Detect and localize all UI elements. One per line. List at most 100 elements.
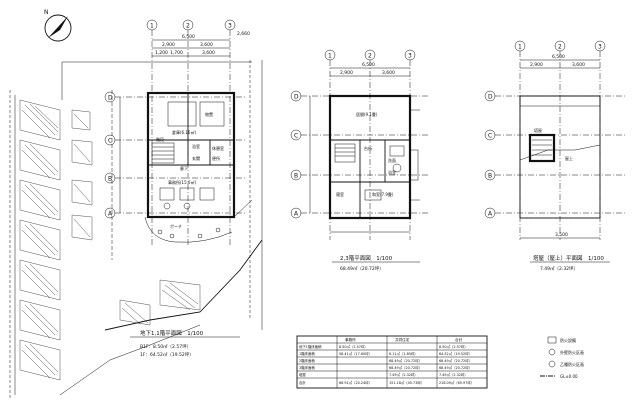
svg-text:7.49㎡（2.32坪）: 7.49㎡（2.32坪） bbox=[389, 372, 418, 377]
svg-text:2: 2 bbox=[558, 44, 562, 51]
svg-text:2,3階平面図 1/100: 2,3階平面図 1/100 bbox=[340, 254, 393, 262]
svg-text:3,600: 3,600 bbox=[572, 62, 585, 68]
svg-text:D: D bbox=[108, 95, 113, 102]
area-table-row: 合計 66.91㎡（20.24坪） 151.18㎡（45.73坪） 218.09… bbox=[299, 380, 474, 385]
svg-text:6,500: 6,500 bbox=[552, 54, 565, 60]
svg-text:1階床面積: 1階床面積 bbox=[299, 351, 315, 356]
area-table-row: 塔屋 7.49㎡（2.32坪） 7.49㎡（2.32坪） bbox=[299, 372, 468, 377]
svg-text:3,600: 3,600 bbox=[200, 42, 213, 48]
svg-text:合計: 合計 bbox=[455, 337, 463, 342]
area-table-row: 1階床面積 58.41㎡（17.60坪） 6.11㎡（1.85坪） 64.52㎡… bbox=[299, 351, 472, 356]
svg-text:3,500: 3,500 bbox=[555, 232, 568, 238]
svg-text:B: B bbox=[294, 173, 298, 180]
svg-text:3,600: 3,600 bbox=[202, 50, 215, 56]
svg-text:和室(7.9畳): 和室(7.9畳) bbox=[372, 191, 394, 197]
svg-text:D: D bbox=[294, 94, 299, 101]
svg-text:C: C bbox=[108, 138, 112, 145]
svg-text:8.50㎡（2.57坪）: 8.50㎡（2.57坪） bbox=[339, 344, 368, 349]
svg-text:3: 3 bbox=[408, 53, 412, 60]
svg-text:68.49㎡（20.72坪）: 68.49㎡（20.72坪） bbox=[389, 358, 422, 363]
svg-text:1,700: 1,700 bbox=[170, 50, 183, 56]
svg-text:3: 3 bbox=[228, 23, 232, 30]
svg-text:C: C bbox=[294, 133, 298, 140]
svg-text:休憩室: 休憩室 bbox=[212, 145, 224, 151]
north-label: N bbox=[44, 9, 49, 16]
svg-text:58.41㎡（17.60坪）: 58.41㎡（17.60坪） bbox=[339, 351, 372, 356]
svg-text:浴室: 浴室 bbox=[388, 169, 396, 175]
svg-text:台所: 台所 bbox=[364, 145, 372, 151]
area-table-row: 2階床面積 68.49㎡（20.72坪） 68.49㎡（20.72坪） bbox=[299, 358, 472, 363]
title-plan3: 塔屋（屋上）平面図 1/100 7.49㎡（2.32坪） bbox=[530, 254, 610, 272]
svg-text:浴室: 浴室 bbox=[192, 143, 200, 149]
svg-text:A: A bbox=[488, 211, 493, 218]
svg-text:外壁防火区画: 外壁防火区画 bbox=[560, 349, 584, 355]
north-arrow-icon: N bbox=[44, 9, 72, 42]
svg-text:8.50㎡（2.57坪）: 8.50㎡（2.57坪） bbox=[439, 344, 468, 349]
svg-text:玄関: 玄関 bbox=[192, 155, 200, 161]
svg-text:C: C bbox=[488, 133, 492, 140]
svg-text:2,900: 2,900 bbox=[162, 42, 175, 48]
svg-text:3,600: 3,600 bbox=[382, 70, 395, 76]
title-plan1: 地下1,1階平面図 1/100 B1F：8.50㎡（2.57坪） 1F：64.5… bbox=[130, 329, 240, 358]
svg-text:物置: 物置 bbox=[205, 111, 213, 117]
svg-text:ポーチ: ポーチ bbox=[170, 223, 182, 229]
svg-text:乙種防火区画: 乙種防火区画 bbox=[560, 361, 584, 367]
svg-text:寝室: 寝室 bbox=[336, 191, 344, 197]
svg-text:2,900: 2,900 bbox=[530, 62, 543, 68]
svg-text:A: A bbox=[294, 211, 299, 218]
svg-text:3階床面積: 3階床面積 bbox=[299, 365, 315, 370]
svg-text:共同住宅: 共同住宅 bbox=[395, 337, 410, 342]
svg-text:倉庫(6.16㎡): 倉庫(6.16㎡) bbox=[172, 129, 196, 135]
svg-text:2,900: 2,900 bbox=[340, 70, 353, 76]
svg-text:6,500: 6,500 bbox=[182, 34, 195, 40]
plan-roof: 1 2 3 D C B A 6,500 2,900 3,600 bbox=[484, 40, 625, 272]
svg-text:3: 3 bbox=[598, 44, 602, 51]
plan-2f-3f: 1 2 3 D C B A 6,500 2,900 3,600 bbox=[290, 49, 430, 272]
svg-text:6.11㎡（1.85坪）: 6.11㎡（1.85坪） bbox=[389, 351, 418, 356]
svg-text:1: 1 bbox=[150, 23, 154, 30]
svg-text:7.49㎡（2.32坪）: 7.49㎡（2.32坪） bbox=[540, 265, 578, 272]
svg-text:D: D bbox=[488, 94, 493, 101]
legend-item: 外壁防火区画 bbox=[548, 348, 584, 356]
svg-text:洗面: 洗面 bbox=[388, 157, 396, 163]
svg-text:事務所(15.0㎡): 事務所(15.0㎡) bbox=[168, 179, 196, 185]
svg-text:218.09㎡（65.97坪）: 218.09㎡（65.97坪） bbox=[439, 380, 474, 385]
walls-plan3 bbox=[519, 95, 601, 219]
svg-text:1: 1 bbox=[518, 44, 522, 51]
svg-text:廊下: 廊下 bbox=[180, 165, 188, 171]
svg-text:B: B bbox=[488, 173, 492, 180]
svg-text:塔屋（屋上）平面図 1/100: 塔屋（屋上）平面図 1/100 bbox=[533, 254, 604, 262]
svg-text:68.49㎡（20.72坪）: 68.49㎡（20.72坪） bbox=[340, 265, 384, 272]
svg-text:6,500: 6,500 bbox=[362, 62, 375, 68]
svg-text:事務所: 事務所 bbox=[345, 337, 356, 342]
svg-text:1: 1 bbox=[328, 53, 332, 60]
svg-text:地下1階床面積: 地下1階床面積 bbox=[299, 344, 322, 349]
svg-text:64.52㎡（19.52坪）: 64.52㎡（19.52坪） bbox=[439, 351, 472, 356]
svg-text:1,200: 1,200 bbox=[155, 50, 168, 56]
svg-text:居間(9.1畳): 居間(9.1畳) bbox=[356, 111, 378, 117]
svg-text:B1F：8.50㎡（2.57坪）: B1F：8.50㎡（2.57坪） bbox=[140, 343, 191, 350]
svg-text:屋上: 屋上 bbox=[565, 155, 573, 161]
svg-text:地下1,1階平面図 1/100: 地下1,1階平面図 1/100 bbox=[140, 329, 204, 337]
legend-item: GL±0.00 bbox=[540, 374, 578, 379]
walls-plan1 bbox=[144, 91, 253, 243]
plan-1f: 1 2 3 D C B A 6,500 2,900 3,600 bbox=[104, 19, 253, 358]
svg-text:2階床面積: 2階床面積 bbox=[299, 358, 315, 363]
svg-text:68.49㎡（20.72坪）: 68.49㎡（20.72坪） bbox=[439, 358, 472, 363]
dimensions-plan2: 6,500 2,900 3,600 bbox=[309, 62, 410, 233]
svg-text:68.49㎡（20.72坪）: 68.49㎡（20.72坪） bbox=[439, 365, 472, 370]
area-table: 事務所 共同住宅 合計 地下1階床面積 8.50㎡（2.57坪） 8.50㎡（2… bbox=[296, 335, 488, 389]
svg-text:GL±0.00: GL±0.00 bbox=[560, 374, 578, 379]
svg-text:151.18㎡（45.73坪）: 151.18㎡（45.73坪） bbox=[389, 380, 424, 385]
svg-text:66.91㎡（20.24坪）: 66.91㎡（20.24坪） bbox=[339, 380, 372, 385]
area-table-row: 3階床面積 68.49㎡（20.72坪） 68.49㎡（20.72坪） bbox=[299, 365, 472, 370]
area-table-row: 地下1階床面積 8.50㎡（2.57坪） 8.50㎡（2.57坪） bbox=[299, 344, 468, 349]
title-plan2: 2,3階平面図 1/100 68.49㎡（20.72坪） bbox=[332, 254, 420, 272]
svg-text:便所: 便所 bbox=[212, 155, 220, 161]
svg-text:2,660: 2,660 bbox=[237, 31, 250, 37]
site-parking-area bbox=[9, 60, 263, 398]
svg-text:2: 2 bbox=[186, 23, 190, 30]
svg-text:防火設備: 防火設備 bbox=[560, 337, 576, 343]
area-table-header: 事務所 共同住宅 合計 bbox=[345, 337, 463, 342]
